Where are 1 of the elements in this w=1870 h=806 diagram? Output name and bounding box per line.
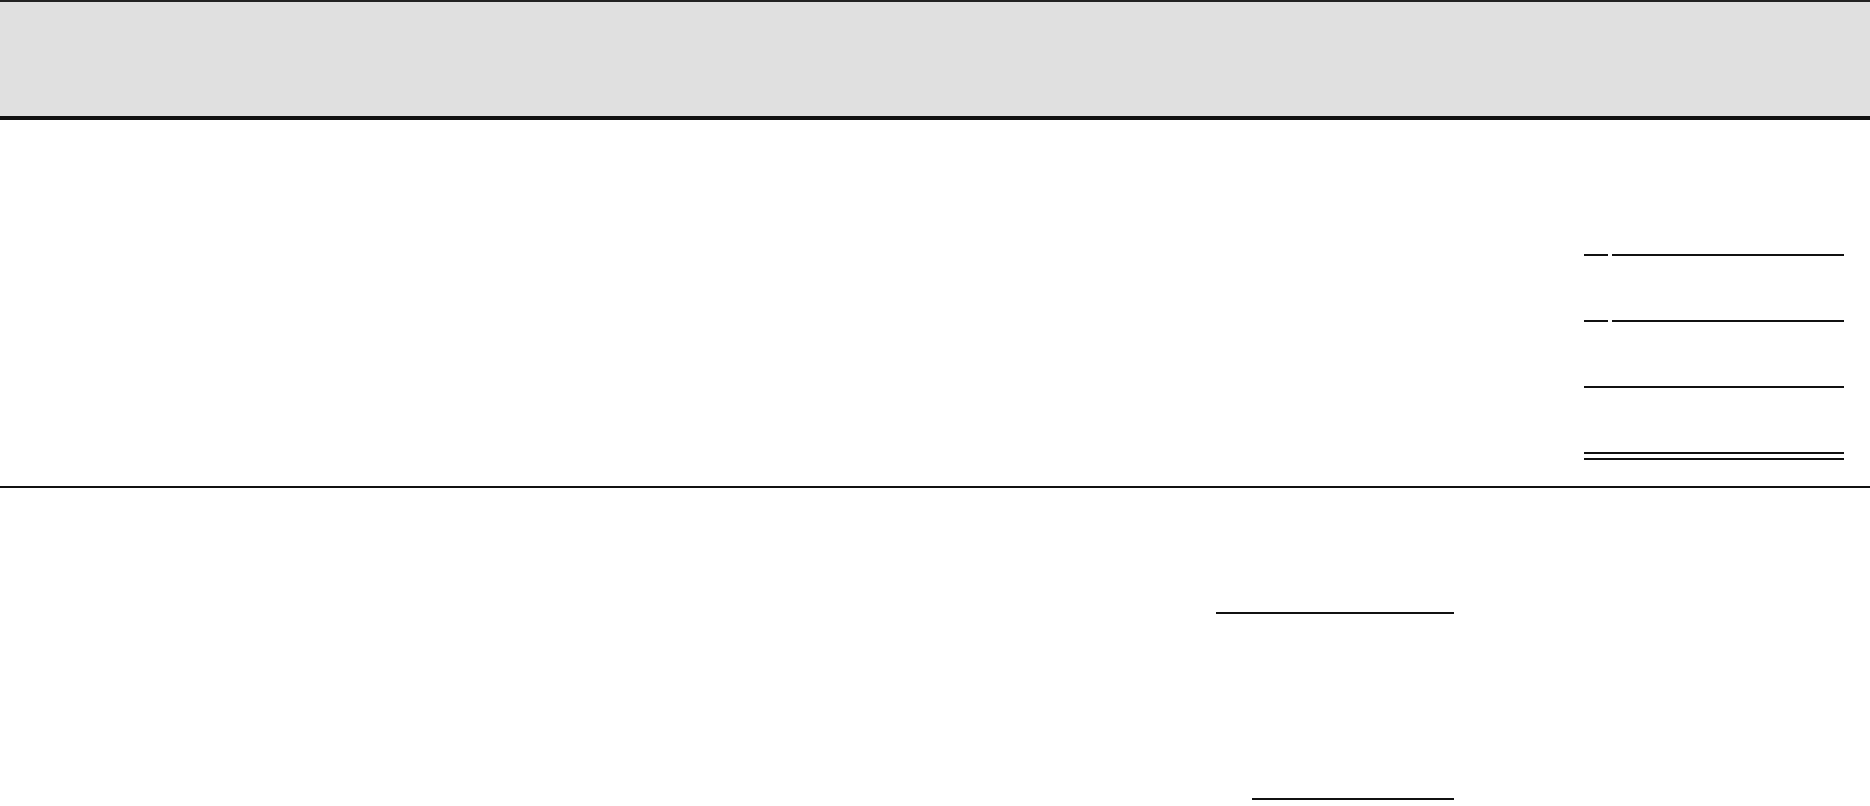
header-band (0, 0, 1870, 120)
